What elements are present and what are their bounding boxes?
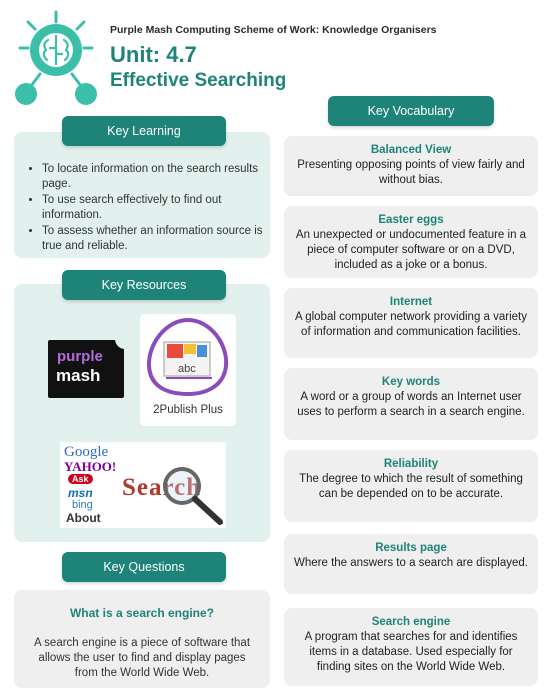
abc-text: abc xyxy=(178,363,196,375)
vocab-card-key-words: Key words A word or a group of words an … xyxy=(284,368,538,440)
vocab-term: Results page xyxy=(375,542,447,554)
vocab-term: Reliability xyxy=(383,458,439,470)
unit-number: Unit: 4.7 xyxy=(110,42,197,67)
page-title: Effective Searching xyxy=(110,70,287,91)
yahoo-logo: YAHOO! xyxy=(64,459,117,474)
bing-logo: bing xyxy=(72,499,93,511)
ask-logo: Ask xyxy=(68,474,93,484)
vocab-term: Balanced View xyxy=(370,144,452,156)
vocab-definition: An unexpected or undocumented feature in… xyxy=(295,229,527,271)
magnifier-icon xyxy=(163,467,223,525)
scheme-title: Purple Mash Computing Scheme of Work: Kn… xyxy=(110,24,437,36)
key-question-card: What is a search engine? A search engine… xyxy=(14,590,270,688)
vocab-card-internet: Internet A global computer network provi… xyxy=(284,288,538,358)
list-item: To use search effectively to find out in… xyxy=(42,193,270,223)
search-word: Search xyxy=(122,474,202,501)
vocab-definition: Presenting opposing points of view fairl… xyxy=(297,159,525,186)
vocab-card-balanced-view: Balanced View Presenting opposing points… xyxy=(284,136,538,196)
purple-mash-logo[interactable]: purple mash xyxy=(48,339,125,398)
vocab-card-reliability: Reliability The degree to which the resu… xyxy=(284,450,538,522)
vocab-definition: The degree to which the result of someth… xyxy=(299,473,523,500)
vocab-term: Key words xyxy=(381,376,441,388)
key-questions-heading: Key Questions xyxy=(62,552,226,582)
search-engines-collage: Google YAHOO! Ask msn bing About Search xyxy=(60,442,226,528)
vocab-term: Search engine xyxy=(371,616,451,628)
key-question-answer: A search engine is a piece of software t… xyxy=(33,637,251,679)
brain-logo-icon xyxy=(15,10,97,105)
vocab-definition: A program that searches for and identifi… xyxy=(304,631,518,673)
key-resources-heading: Key Resources xyxy=(62,270,226,300)
key-question: What is a search engine? xyxy=(69,606,215,620)
list-item: To locate information on the search resu… xyxy=(42,162,270,192)
vocab-card-search-engine: Search engine A program that searches fo… xyxy=(284,608,538,686)
msn-logo: msn xyxy=(68,486,93,500)
vocab-definition: A word or a group of words an Internet u… xyxy=(297,391,525,418)
2publish-plus-icon: abc xyxy=(146,317,229,397)
vocab-term: Internet xyxy=(389,296,433,308)
google-logo: Google xyxy=(64,444,109,460)
key-learning-heading: Key Learning xyxy=(62,116,226,146)
2publish-plus-card[interactable]: abc 2Publish Plus xyxy=(140,314,236,426)
key-learning-panel: To locate information on the search resu… xyxy=(14,132,270,258)
list-item: To assess whether an information source … xyxy=(42,224,270,254)
key-learning-list: To locate information on the search resu… xyxy=(14,162,270,254)
vocab-definition: A global computer network providing a va… xyxy=(294,311,528,338)
about-logo: About xyxy=(66,511,101,525)
vocab-definition: Where the answers to a search are displa… xyxy=(294,557,528,569)
vocab-card-results-page: Results page Where the answers to a sear… xyxy=(284,534,538,594)
key-vocabulary-heading: Key Vocabulary xyxy=(328,96,494,126)
vocab-term: Easter eggs xyxy=(378,214,444,226)
vocab-card-easter-eggs: Easter eggs An unexpected or undocumente… xyxy=(284,206,538,278)
2publish-plus-label: 2Publish Plus xyxy=(153,404,223,416)
purple-mash-logo-line2: mash xyxy=(56,366,101,385)
purple-mash-logo-line1: purple xyxy=(57,348,103,365)
